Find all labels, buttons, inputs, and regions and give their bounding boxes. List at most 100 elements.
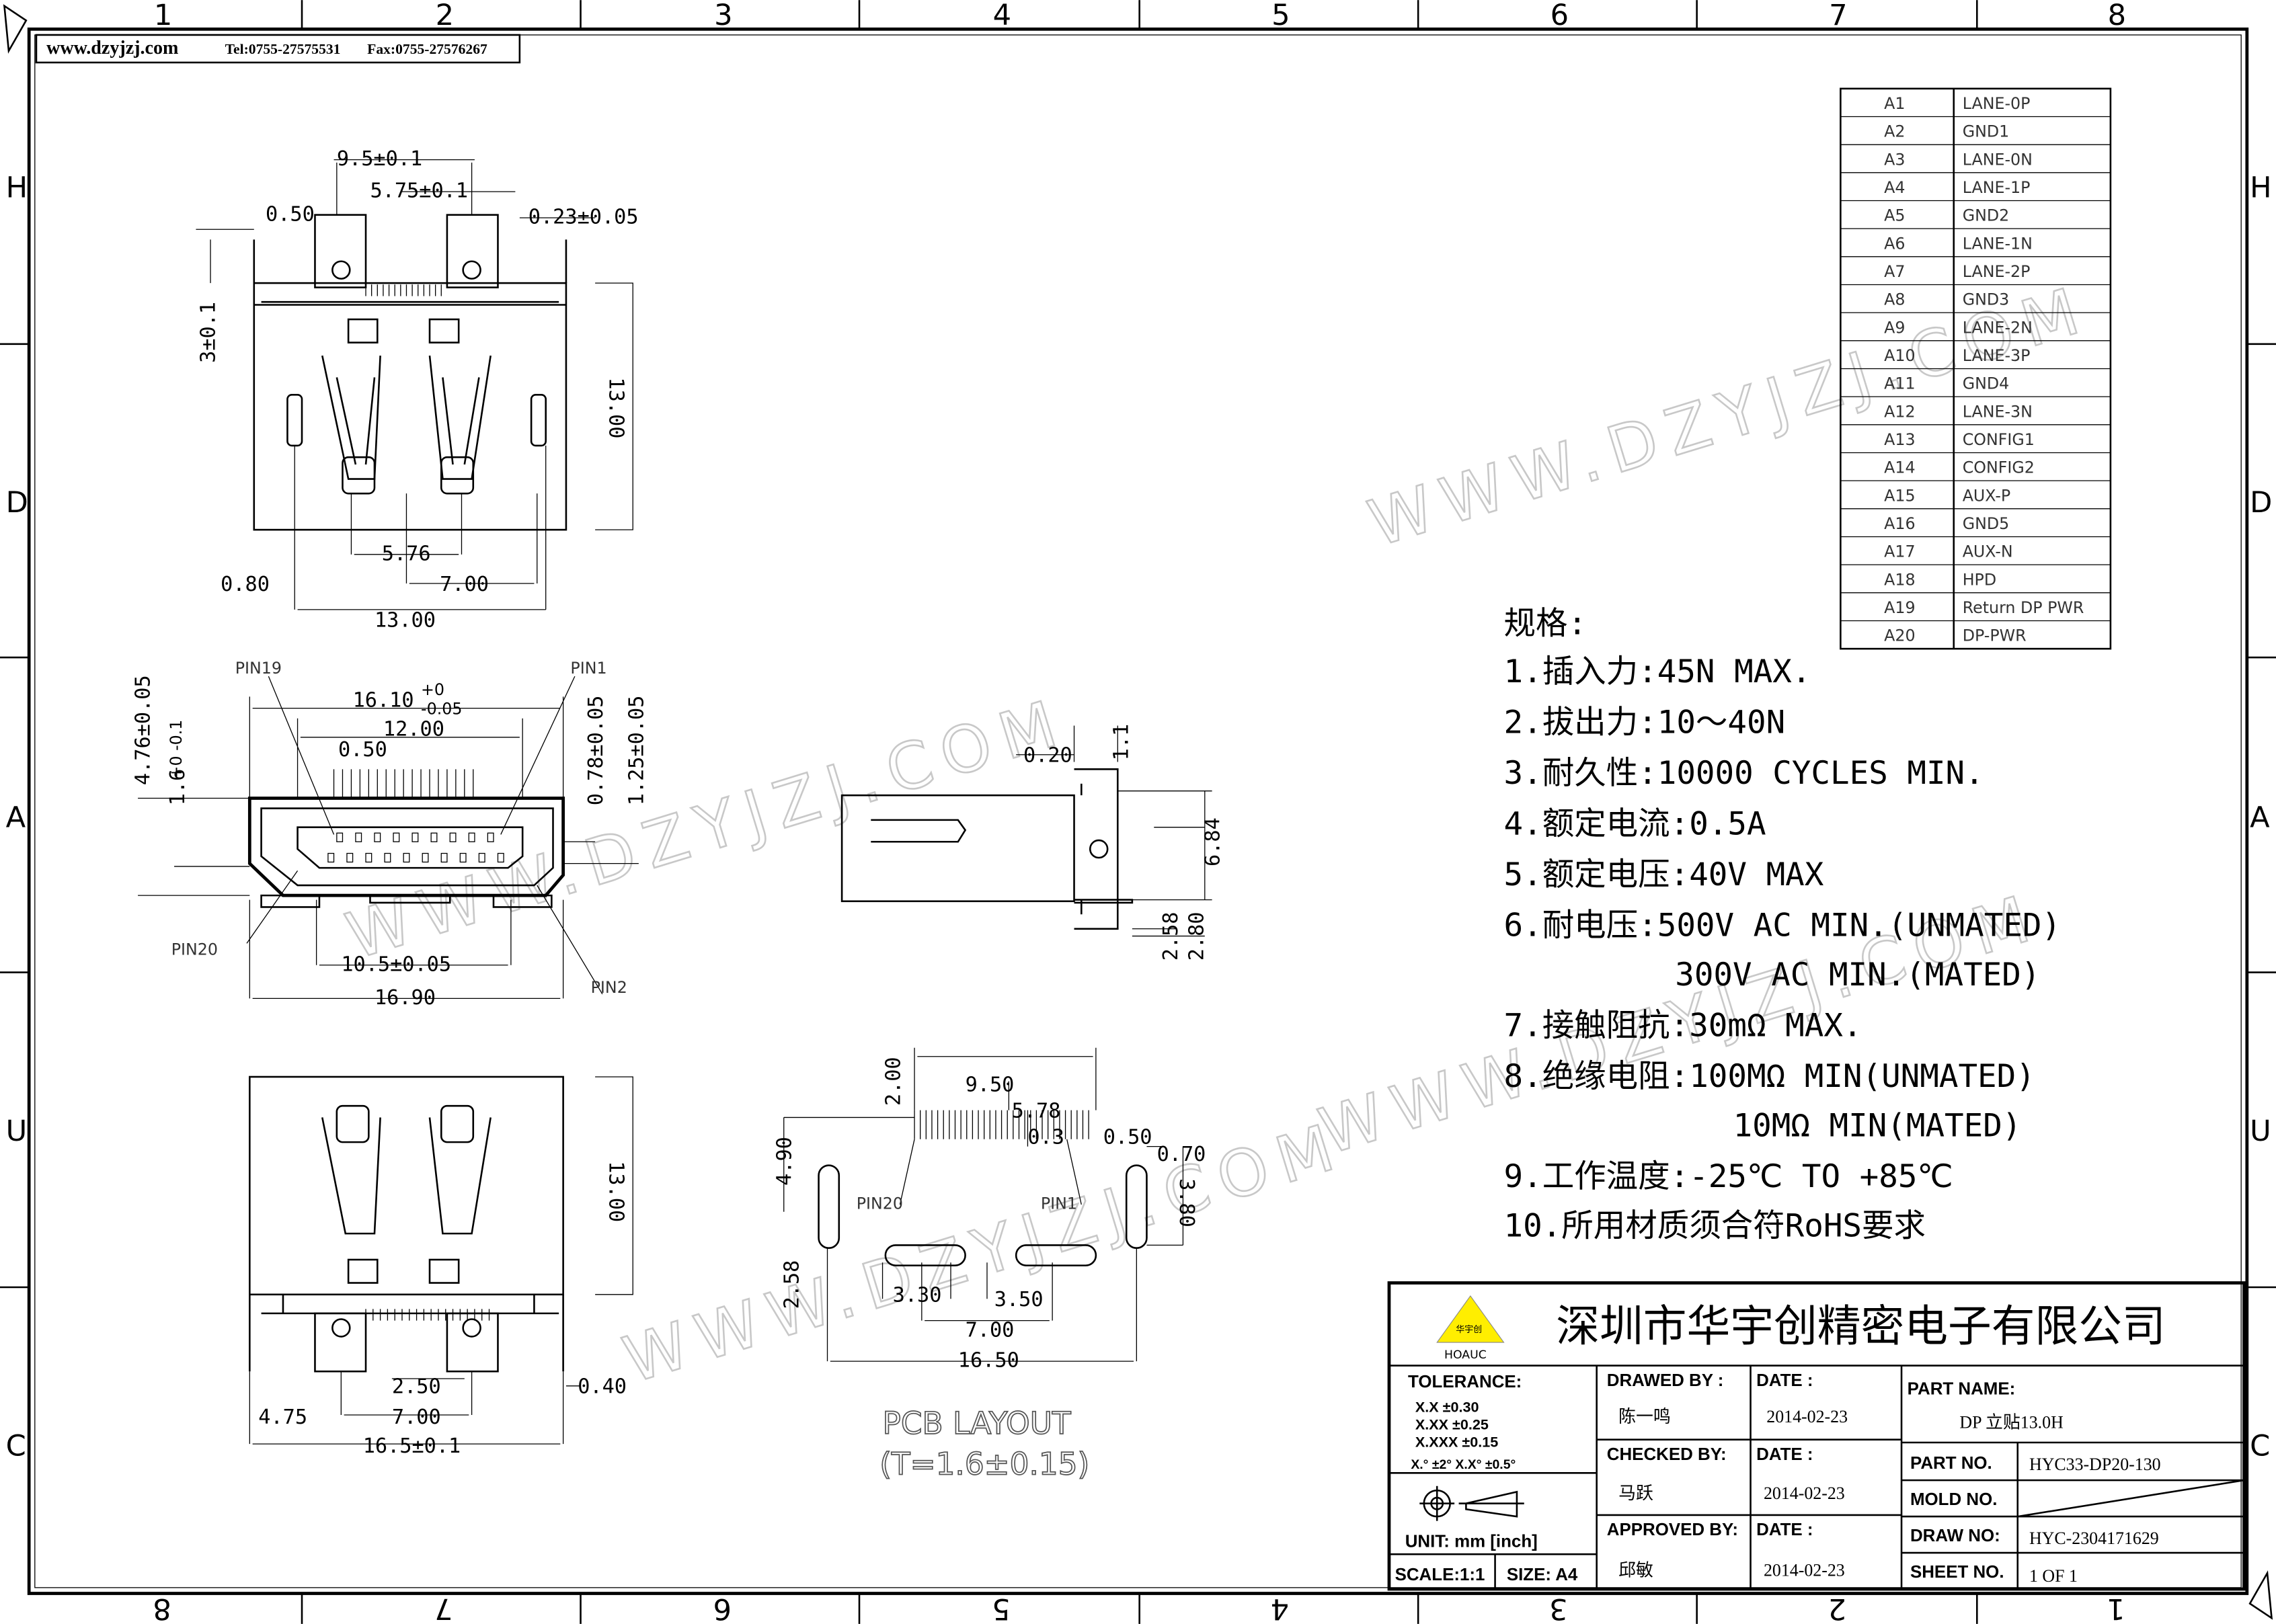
pin-row: A5 GND2 [1840, 200, 2111, 225]
dimension-label: 0.70 [1157, 1143, 1206, 1166]
pin-id: A17 [1884, 542, 1915, 561]
pin-id: A13 [1884, 430, 1915, 449]
grid-col-label: 2 [436, 0, 454, 32]
dimension-label: 1.25±0.05 [625, 696, 648, 806]
specifications: 规格: 1.插入力:45N MAX.2.拔出力:10～40N3.耐久性:1000… [1504, 606, 2062, 1245]
dimension-label: 5.78 [1012, 1099, 1061, 1123]
dimension-label: 16.50 [958, 1349, 1019, 1373]
tel-text: Tel:0755-27575531 [225, 41, 341, 57]
pin-row: A2 GND1 [1840, 116, 2111, 141]
part-number: HYC33-DP20-130 [2029, 1455, 2161, 1474]
grid-row-label: U [6, 1114, 28, 1148]
dimension-label: 0.40 [578, 1375, 627, 1399]
grid-row-label: H [2250, 171, 2271, 205]
grid-row-label: A [6, 801, 26, 835]
dimension-label: 13.00 [604, 1161, 628, 1222]
pin-signal: AUX-P [1963, 486, 2011, 505]
dimension-label: 2.80 [1185, 911, 1209, 961]
pin-signal: LANE-1P [1963, 178, 2031, 197]
dimension-label: 0.3 [1027, 1125, 1064, 1149]
dimension-label: 0.23±0.05 [528, 206, 639, 229]
dimension-label: 0.78±0.05 [584, 696, 608, 806]
pin-signal: GND5 [1963, 514, 2010, 533]
spec-line: 7.接触阻抗:30mΩ MAX. [1504, 1008, 1862, 1045]
grid-row-label: A [2250, 801, 2270, 835]
dimension-label: 0.50 [1103, 1125, 1152, 1149]
pin-signal: GND2 [1963, 206, 2010, 225]
sheet-number: 1 OF 1 [2029, 1566, 2078, 1586]
company-logo [1436, 1295, 1505, 1343]
dimension-label: 9.50 [966, 1073, 1015, 1097]
dimension-label: X.° ±2° X.X° ±0.5° [1411, 1457, 1516, 1472]
front-view: PIN19 PIN1 16.10 +0 -0.05 12.00 0.50 4.7… [131, 659, 648, 1010]
dimension-label: 陈一鸣 [1618, 1407, 1671, 1426]
dimension-label: X.XX ±0.25 [1415, 1416, 1489, 1433]
pin-signal: DP-PWR [1963, 626, 2027, 645]
dimension-label: 0.20 [1023, 744, 1072, 768]
pin-signal: GND4 [1963, 374, 2010, 393]
pin-id: A5 [1884, 206, 1905, 225]
title-block: 华宇创 HOAUC 深圳市华宇创精密电子有限公司 TOLERANCE: X.X … [1387, 1281, 2246, 1591]
pin-signal: Return DP PWR [1963, 598, 2084, 617]
pin-id: A6 [1884, 234, 1905, 253]
pin-id: A11 [1884, 374, 1915, 393]
pcb-layout-title: PCB LAYOUT [883, 1406, 1071, 1441]
dimension-label: 0.50 [266, 202, 315, 226]
spec-line: 300V AC MIN.(MATED) [1675, 957, 2040, 993]
dimension-label: 3.80 [1175, 1178, 1198, 1227]
grid-labels-side: H D A U C H D A U C [6, 171, 2273, 1463]
dimension-label: SIZE: A4 [1507, 1566, 1578, 1584]
grid-col-label: 6 [1551, 0, 1569, 32]
grid-col-label: 5 [992, 1592, 1010, 1624]
pcb-thickness: (T=1.6±0.15) [879, 1446, 1089, 1481]
spec-line: 3.耐久性:10000 CYCLES MIN. [1504, 755, 1984, 792]
grid-col-label: 3 [1549, 1592, 1567, 1624]
grid-row-label: U [2250, 1114, 2271, 1148]
pin-id: A2 [1884, 122, 1905, 141]
fax-text: Fax:0755-27576267 [367, 41, 487, 57]
logo-text: HOAUC [1444, 1348, 1487, 1362]
dimension-label: 3.50 [994, 1288, 1044, 1311]
pin-signal: GND3 [1963, 290, 2010, 309]
pin-signal: GND1 [1963, 122, 2010, 141]
dimension-label: X.X ±0.30 [1415, 1399, 1479, 1416]
dimension-label: PART NO. [1910, 1454, 1992, 1473]
grid-col-label: 3 [714, 0, 732, 32]
pin-id: A16 [1884, 514, 1915, 533]
pin-row: A17 AUX-N [1840, 536, 2111, 561]
dimension-label: DATE : [1756, 1520, 1813, 1539]
grid-row-label: D [6, 486, 28, 520]
pin-signal: HPD [1963, 570, 1996, 589]
grid-col-label: 4 [1271, 1592, 1289, 1624]
dimension-label: 3.30 [893, 1284, 942, 1307]
dimension-label: 4.90 [773, 1137, 797, 1186]
dimension-label: 5.75±0.1 [370, 179, 468, 203]
pin-id: A9 [1884, 318, 1905, 337]
pin-signal: CONFIG2 [1963, 458, 2035, 477]
dimension-label: 2014-02-23 [1766, 1407, 1848, 1426]
pin-id: A8 [1884, 290, 1905, 309]
dimension-label: DATE : [1756, 1371, 1813, 1390]
spec-line: 4.额定电流:0.5A [1504, 805, 1766, 842]
spec-line: 5.额定电压:40V MAX [1504, 856, 1824, 893]
pin-signal: AUX-N [1963, 542, 2013, 561]
spec-line: 9.工作温度:-25℃ TO +85℃ [1504, 1158, 1953, 1195]
pin-id: A1 [1884, 94, 1905, 113]
dimension-label: 华宇创 [1456, 1325, 1482, 1335]
dimension-label: X.XXX ±0.15 [1415, 1433, 1498, 1450]
grid-col-label: 6 [713, 1592, 732, 1624]
dimension-label: 9.5±0.1 [337, 147, 422, 171]
pin-id: A4 [1884, 178, 1905, 197]
dimension-label: 2.00 [881, 1057, 905, 1106]
dimension-label: 7.00 [966, 1318, 1015, 1342]
dimension-label: 3±0.1 [197, 302, 221, 363]
